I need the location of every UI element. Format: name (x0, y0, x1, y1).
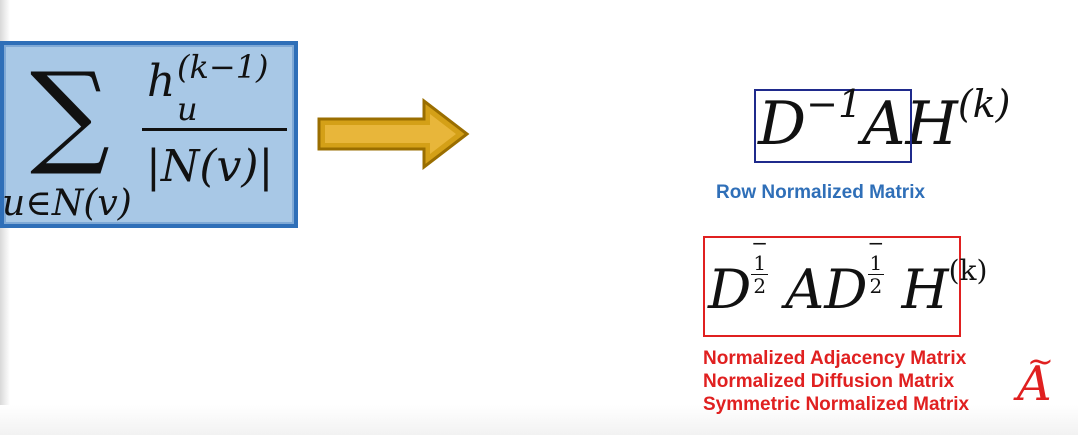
row-normalized-label: Row Normalized Matrix (716, 182, 926, 203)
exponent-right-num: 1 (869, 250, 883, 275)
exponent-left-numerator: −1 (751, 233, 768, 273)
numerator-superscript: (k−1) (177, 48, 269, 86)
adjacency-matrix-a: A (862, 89, 906, 159)
layer-exponent: (k) (957, 82, 1011, 126)
exponent-left-bar (751, 273, 769, 275)
exponent-right-den: 2 (869, 273, 883, 298)
denominator: |N(v)| (146, 141, 274, 192)
numerator-base: h (147, 56, 176, 107)
degree-matrix-d-right: D (824, 258, 868, 321)
tilde-accent: ~ (1027, 342, 1054, 380)
exponent-right-numerator: −1 (868, 233, 885, 273)
symmetric-normalized-highlight-box (703, 236, 961, 337)
exponent-left-den: 2 (753, 273, 767, 298)
row-normalized-highlight-box (754, 89, 912, 163)
feature-matrix-h-sym: H (901, 258, 949, 321)
mean-aggregation-box (0, 41, 298, 228)
layer-exponent-sym: (k) (948, 254, 988, 287)
symmetric-labels: Normalized Adjacency Matrix Normalized D… (703, 347, 969, 416)
row-normalized-formula: D−1AH(k) (754, 82, 1011, 163)
label-normalized-adjacency: Normalized Adjacency Matrix (703, 348, 967, 369)
exponent-right-sign: − (867, 230, 885, 255)
a-tilde-symbol: ~ A (1017, 342, 1054, 412)
exponent-left-sign: − (751, 230, 769, 255)
summation-subscript: u∈N(v) (2, 183, 132, 224)
degree-matrix-d: D (758, 89, 807, 159)
fraction-line (142, 128, 287, 131)
adjacency-matrix-a-sym: A (785, 258, 825, 321)
label-symmetric-normalized: Symmetric Normalized Matrix (703, 394, 970, 415)
inverse-exponent: −1 (806, 82, 863, 126)
numerator-subscript: u (177, 90, 198, 128)
right-arrow-icon (317, 98, 470, 170)
feature-matrix-h: H (905, 89, 958, 159)
label-normalized-diffusion: Normalized Diffusion Matrix (703, 371, 955, 392)
exponent-right-bar (867, 273, 885, 275)
summation-symbol: ∑ (30, 49, 110, 179)
degree-matrix-d-left: D (708, 258, 752, 321)
bottom-shade (0, 405, 1078, 435)
numerator: h (k−1) u (147, 48, 269, 128)
exponent-left-num: 1 (753, 250, 767, 275)
a-tilde-letter: A (1017, 356, 1052, 412)
